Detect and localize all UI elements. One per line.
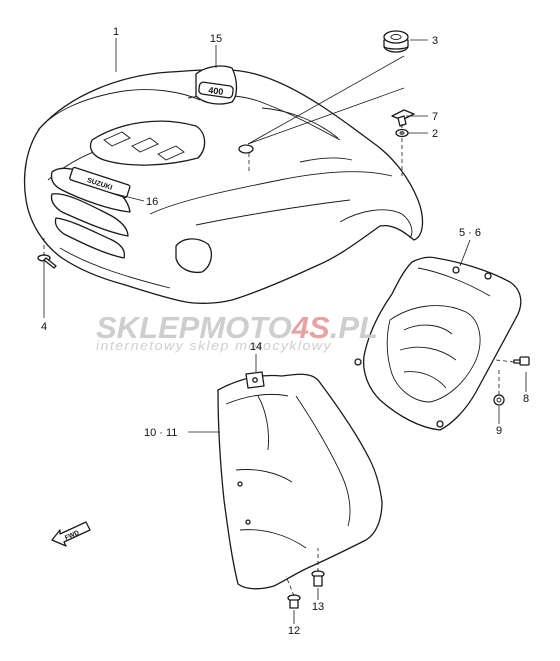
fwd-arrow: FWD bbox=[51, 521, 91, 547]
watermark: SKLEPMOTO4S.PL internetowy sklep motocyk… bbox=[96, 310, 378, 353]
washer-part-9 bbox=[493, 394, 505, 406]
watermark-tagline: internetowy sklep motocyklowy bbox=[96, 339, 332, 353]
bolt-part-12 bbox=[287, 594, 301, 609]
bolt-part-13 bbox=[311, 570, 325, 587]
callout-10-11: 10 · 11 bbox=[144, 427, 177, 439]
svg-text:SKLEPMOTO4S.PL: SKLEPMOTO4S.PL bbox=[96, 310, 378, 345]
callout-5-6: 5 · 6 bbox=[459, 227, 481, 239]
inner-mud-guard bbox=[217, 371, 383, 590]
watermark-logo-a: SKLEPMOTO bbox=[96, 310, 292, 345]
callout-labels: 1 15 16 4 3 7 2 5 · 6 8 9 14 10 · 11 13 … bbox=[41, 26, 529, 637]
leader-lines bbox=[43, 38, 527, 624]
screw-part-4 bbox=[37, 254, 57, 269]
callout-12: 12 bbox=[288, 625, 300, 637]
callout-9: 9 bbox=[496, 425, 502, 437]
watermark-logo-c: .PL bbox=[330, 310, 378, 345]
side-cover bbox=[354, 256, 522, 431]
model-badge-text: 400 bbox=[208, 85, 224, 97]
bolt-part-8 bbox=[513, 356, 530, 366]
callout-3: 3 bbox=[432, 35, 438, 47]
callout-8: 8 bbox=[523, 393, 529, 405]
callout-16: 16 bbox=[146, 196, 158, 208]
callout-4: 4 bbox=[41, 321, 47, 333]
clip-part-7 bbox=[391, 109, 415, 127]
front-fender bbox=[23, 65, 424, 304]
callout-2: 2 bbox=[432, 128, 438, 140]
grommet-part-3 bbox=[383, 30, 409, 53]
watermark-logo-b: 4S bbox=[291, 310, 330, 345]
callout-1: 1 bbox=[113, 26, 119, 38]
callout-13: 13 bbox=[312, 601, 324, 613]
callout-14: 14 bbox=[250, 341, 262, 353]
callout-7: 7 bbox=[432, 111, 438, 123]
callout-15: 15 bbox=[210, 33, 222, 45]
